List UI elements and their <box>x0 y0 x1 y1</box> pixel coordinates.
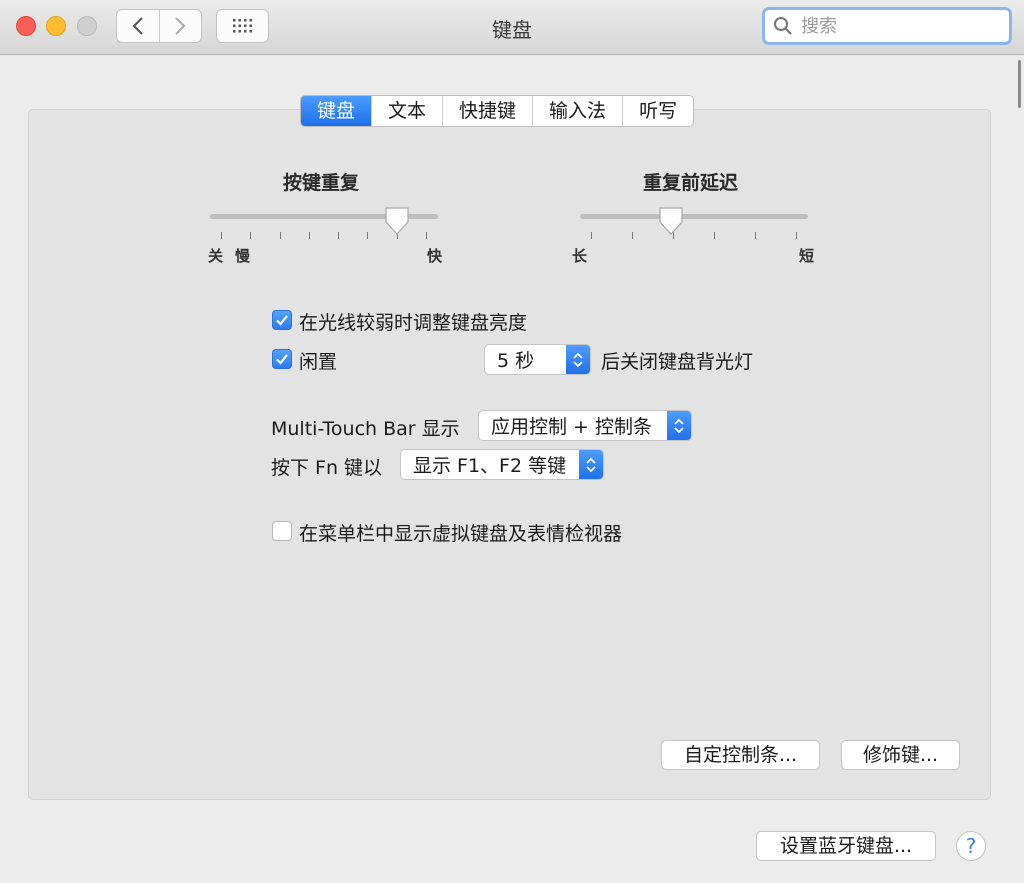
chevron-right-icon <box>175 17 186 35</box>
idle-time-value: 5 秒 <box>497 350 535 372</box>
fn-key-popup[interactable]: 显示 F1、F2 等键 <box>400 449 604 480</box>
search-input[interactable] <box>799 14 1003 38</box>
idle-time-popup[interactable]: 5 秒 <box>484 344 591 375</box>
key-repeat-fast-label: 快 <box>427 247 443 265</box>
window-title: 键盘 <box>492 18 532 42</box>
tab-keyboard[interactable]: 键盘 <box>301 96 372 126</box>
key-repeat-track[interactable] <box>210 214 438 219</box>
tab-bar: 键盘 文本 快捷键 输入法 听写 <box>300 95 695 127</box>
touchbar-value: 应用控制 + 控制条 <box>491 416 652 438</box>
scroll-indicator <box>1018 60 1021 108</box>
tick <box>632 232 633 239</box>
tick <box>250 232 251 239</box>
tick <box>367 232 368 239</box>
minimize-button[interactable] <box>46 16 66 36</box>
help-button[interactable]: ? <box>956 831 986 861</box>
delay-track[interactable] <box>580 214 808 219</box>
tab-shortcuts[interactable]: 快捷键 <box>442 96 533 126</box>
tab-input-sources[interactable]: 输入法 <box>532 96 623 126</box>
forward-button[interactable] <box>158 10 202 42</box>
key-repeat-slow-label: 慢 <box>235 247 251 265</box>
checkmark-icon <box>276 354 288 365</box>
tick <box>221 232 222 239</box>
customize-control-strip-button[interactable]: 自定控制条... <box>661 740 820 770</box>
idle-checkbox[interactable] <box>272 349 292 369</box>
zoom-button[interactable] <box>77 16 97 36</box>
tab-dictation[interactable]: 听写 <box>622 96 694 126</box>
search-icon <box>774 17 792 35</box>
show-viewer-checkbox[interactable] <box>272 521 292 541</box>
fn-key-value: 显示 F1、F2 等键 <box>413 455 567 477</box>
tab-text[interactable]: 文本 <box>371 96 443 126</box>
adjust-brightness-label[interactable]: 在光线较弱时调整键盘亮度 <box>299 312 528 334</box>
tick <box>280 232 281 239</box>
key-repeat-off-label: 关 <box>208 247 224 265</box>
checkmark-icon <box>276 315 288 326</box>
show-all-button[interactable] <box>216 9 269 43</box>
tick <box>714 232 715 239</box>
delay-knob[interactable] <box>658 206 684 236</box>
idle-suffix-label: 后关闭键盘背光灯 <box>601 351 754 373</box>
idle-label[interactable]: 闲置 <box>299 351 338 373</box>
key-repeat-title: 按键重复 <box>283 172 360 194</box>
title-bar: 键盘 <box>0 0 1024 55</box>
chevron-left-icon <box>132 17 143 35</box>
touchbar-popup[interactable]: 应用控制 + 控制条 <box>478 410 692 441</box>
search-field[interactable] <box>762 7 1012 45</box>
fn-key-label: 按下 Fn 键以 <box>271 457 383 479</box>
tick <box>591 232 592 239</box>
nav-buttons <box>116 9 202 43</box>
delay-long-label: 长 <box>572 247 588 265</box>
show-viewer-label[interactable]: 在菜单栏中显示虚拟键盘及表情检视器 <box>299 523 623 545</box>
delay-title: 重复前延迟 <box>643 172 739 194</box>
key-repeat-knob[interactable] <box>384 206 410 236</box>
tick <box>426 232 427 239</box>
touchbar-label: Multi-Touch Bar 显示 <box>271 418 460 440</box>
updown-chevron-icon <box>579 450 603 479</box>
tick <box>397 232 398 239</box>
grid-icon <box>232 19 252 33</box>
tick <box>309 232 310 239</box>
tick <box>755 232 756 239</box>
modifier-keys-button[interactable]: 修饰键... <box>841 740 960 770</box>
back-button[interactable] <box>117 10 159 42</box>
tick <box>796 232 797 239</box>
updown-chevron-icon <box>566 345 590 374</box>
updown-chevron-icon <box>667 411 691 440</box>
tick <box>673 232 674 239</box>
adjust-brightness-checkbox[interactable] <box>272 310 292 330</box>
delay-short-label: 短 <box>799 247 815 265</box>
setup-bluetooth-keyboard-button[interactable]: 设置蓝牙键盘... <box>756 831 936 861</box>
close-button[interactable] <box>16 16 36 36</box>
tick <box>338 232 339 239</box>
